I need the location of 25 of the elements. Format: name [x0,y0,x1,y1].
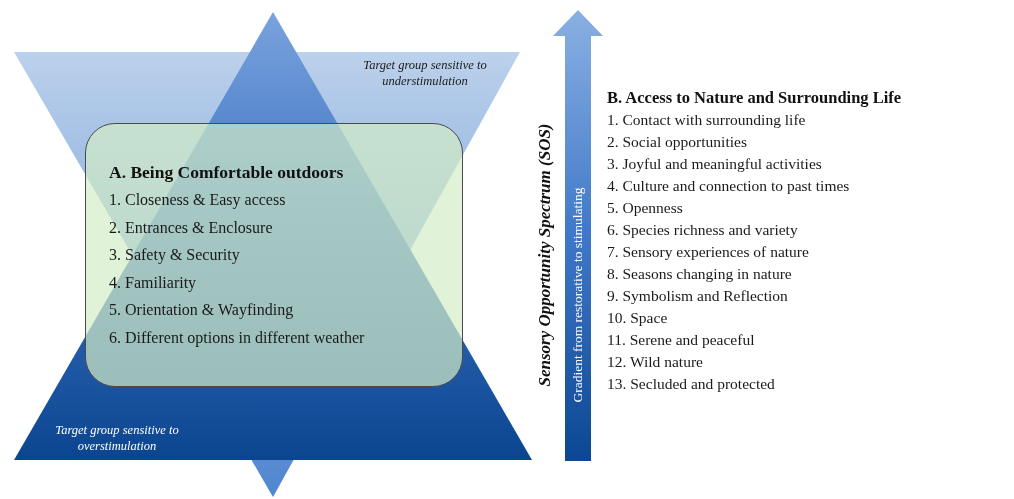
list-item: 5. Openness [607,198,684,218]
list-item: 2. Entrances & Enclosure [109,217,274,238]
list-item: 7. Sensory experiences of nature [607,242,810,262]
list-item: 10. Space [607,308,669,328]
list-item: 11. Serene and peaceful [607,330,756,350]
list-item: 8. Seasons changing in nature [607,264,793,284]
list-item: 12. Wild nature [607,352,704,372]
list-item: 1. Closeness & Easy access [109,190,287,211]
list-item: 9. Symbolism and Reflection [607,286,789,306]
list-item: 13. Secluded and protected [607,374,776,394]
list-item: 2. Social opportunities [607,132,748,152]
list-item: 6. Species richness and variety [607,220,799,240]
list-item: 4. Culture and connection to past times [607,176,851,196]
panel-heading: A. Being Comfortable outdoors [109,161,345,184]
list-item: 5. Orientation & Wayfinding [109,300,295,321]
list-item: 1. Contact with surrounding life [607,110,807,130]
axis-title: Sensory Opportunity Spectrum (SOS) [535,123,555,387]
list-item: 6. Different options in different weather [109,327,366,349]
triangle-caption: Target group sensitive to understimulation [362,57,488,89]
list-item: 3. Safety & Security [109,245,241,266]
list-item: 4. Familiarity [109,272,198,294]
list-item: 3. Joyful and meaningful activities [607,154,823,174]
arrow-label: Gradient from restorative to stimulating [570,187,586,403]
triangle-caption: Target group sensitive to overstimulation [54,422,180,454]
list-heading: B. Access to Nature and Surrounding Life [607,87,902,109]
